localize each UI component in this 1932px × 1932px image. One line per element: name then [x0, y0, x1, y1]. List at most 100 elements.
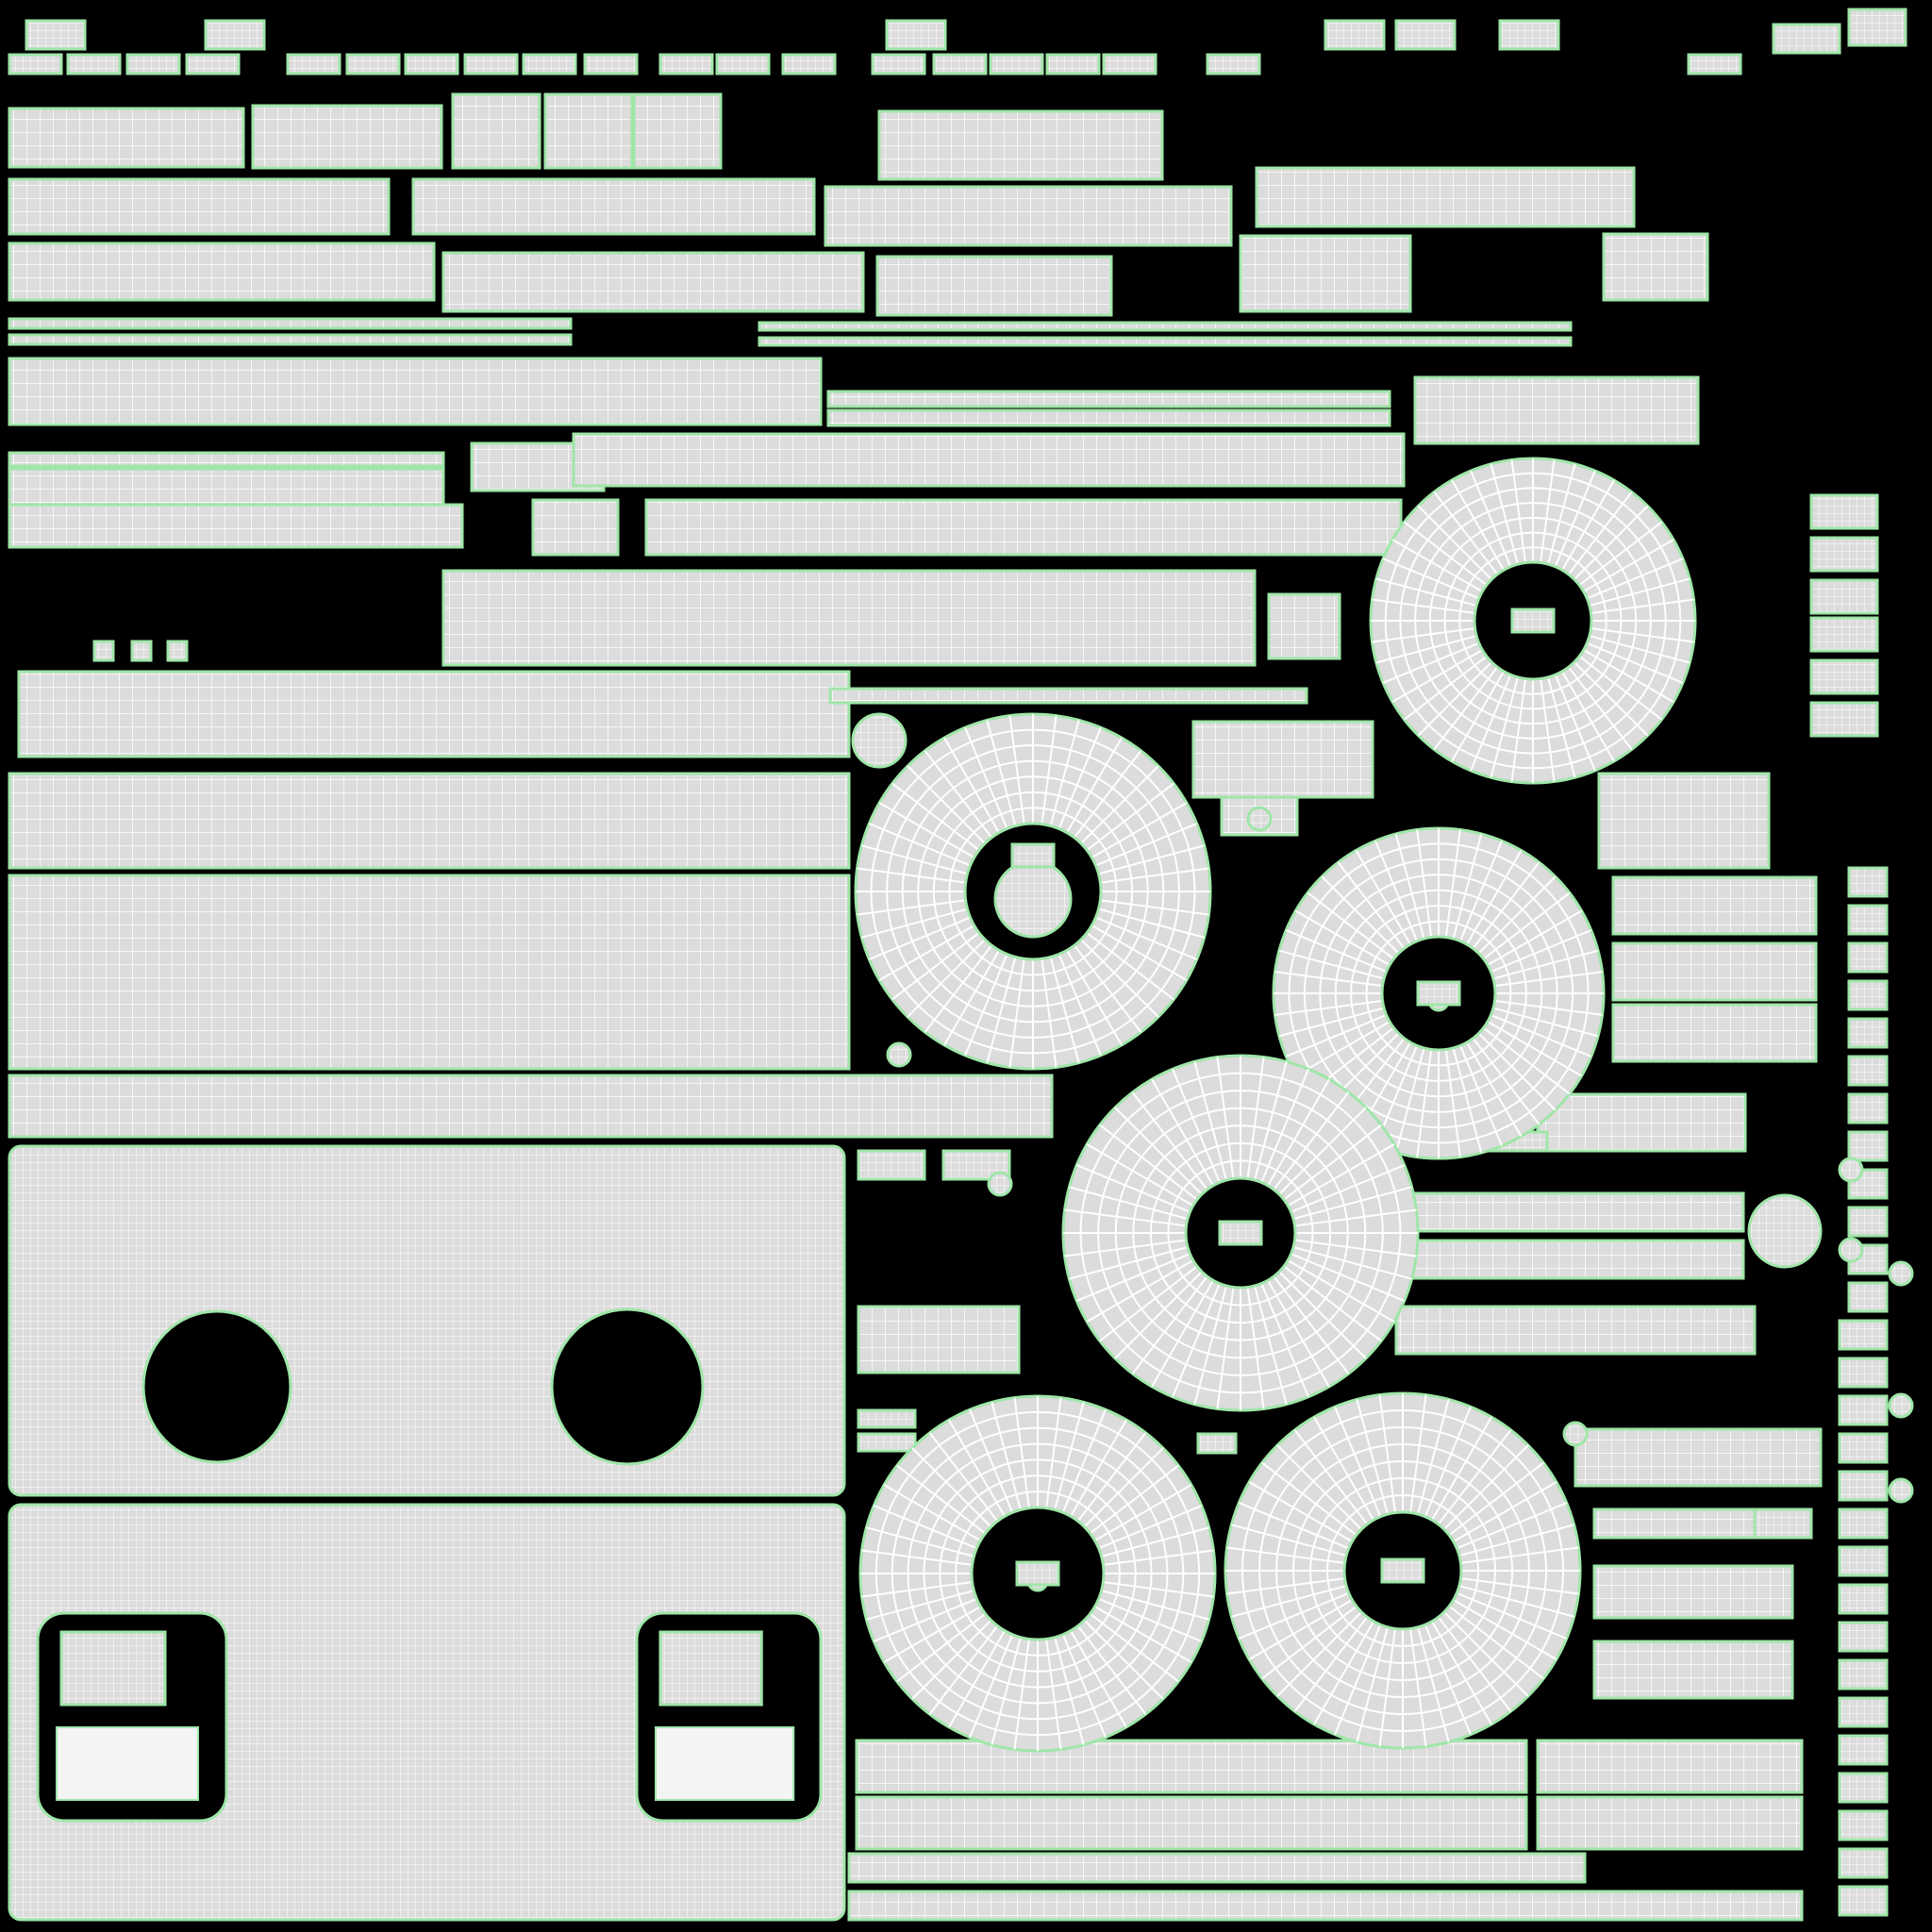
uv-island [543, 92, 634, 170]
uv-island [1847, 941, 1889, 974]
uv-island [8, 451, 445, 468]
uv-island [658, 53, 714, 75]
uv-island [56, 1726, 199, 1801]
uv-panel [8, 1144, 846, 1497]
uv-island [1402, 1191, 1745, 1233]
uv-island [1838, 1357, 1889, 1389]
uv-island [857, 1149, 926, 1181]
uv-island [166, 640, 189, 662]
uv-island [531, 498, 620, 557]
uv-island [25, 19, 87, 51]
uv-island [1809, 616, 1879, 653]
uv-island [411, 177, 816, 236]
uv-island [632, 92, 723, 170]
uv-island [8, 242, 436, 302]
uv-island [1809, 493, 1879, 530]
uv-island [441, 569, 1257, 667]
uv-island [1838, 1734, 1889, 1766]
uv-island [658, 1630, 763, 1707]
uv-island [1838, 1809, 1889, 1841]
uv-island [204, 19, 266, 51]
uv-island [1838, 1772, 1889, 1804]
uv-island [855, 1795, 1528, 1851]
uv-small-circle [1246, 806, 1273, 832]
uv-island [1847, 1130, 1889, 1162]
uv-small-circle [886, 1041, 912, 1068]
uv-small-circle [851, 712, 908, 769]
uv-island [92, 640, 115, 662]
uv-panel [8, 1503, 846, 1922]
uv-small-circle [1888, 1260, 1914, 1287]
uv-island [715, 53, 771, 75]
uv-island [826, 408, 1391, 427]
uv-island [1206, 53, 1261, 75]
uv-island [8, 53, 63, 75]
uv-island [1772, 23, 1841, 55]
uv-island [463, 53, 519, 75]
uv-island [758, 336, 1573, 347]
uv-island [1809, 536, 1879, 573]
uv-island [1402, 1239, 1745, 1280]
uv-island [877, 109, 1164, 181]
uv-island [286, 53, 341, 75]
uv-island [828, 687, 1308, 705]
uv-island [1592, 1640, 1794, 1700]
uv-island [1239, 234, 1412, 313]
uv-island [1809, 578, 1879, 615]
uv-island [1847, 1281, 1889, 1313]
uv-island [824, 185, 1233, 247]
uv-island [855, 1739, 1528, 1794]
uv-island [8, 177, 391, 236]
uv-island [1218, 1220, 1263, 1246]
uv-island [1809, 658, 1879, 695]
uv-island [8, 874, 851, 1071]
uv-island [993, 859, 1073, 939]
uv-island [404, 53, 459, 75]
uv-island [17, 670, 851, 758]
uv-island [857, 1305, 1021, 1374]
uv-small-circle [987, 1171, 1013, 1197]
uv-island [1394, 19, 1457, 51]
uv-island [989, 53, 1044, 75]
uv-island [1838, 1658, 1889, 1690]
uv-island [1597, 772, 1771, 870]
uv-island [1592, 1564, 1794, 1620]
uv-island [8, 333, 573, 346]
uv-island [1847, 866, 1889, 898]
uv-island [583, 53, 639, 75]
uv-island [1267, 592, 1341, 660]
uv-island [251, 104, 443, 170]
uv-island [1753, 1507, 1813, 1540]
uv-island [1536, 1739, 1804, 1794]
uv-island [66, 53, 122, 75]
uv-islands-large-panels [8, 1144, 846, 1922]
uv-island [847, 1890, 1804, 1922]
uv-island [1416, 980, 1461, 1007]
uv-island [1809, 701, 1879, 738]
uv-small-circle [1888, 1392, 1914, 1419]
uv-island [847, 1852, 1587, 1884]
uv-island [572, 432, 1406, 488]
uv-island [1838, 1507, 1889, 1540]
uv-island [1838, 1394, 1889, 1426]
uv-island [857, 1432, 917, 1453]
uv-island [1010, 842, 1056, 869]
uv-island [1394, 1305, 1757, 1356]
uv-island [185, 53, 241, 75]
uv-island [130, 640, 153, 662]
uv-island [59, 1630, 167, 1707]
uv-island [1847, 979, 1889, 1011]
uv-island [1838, 1583, 1889, 1615]
uv-island [1687, 53, 1742, 75]
uv-island [441, 251, 865, 313]
uv-island [1847, 1055, 1889, 1087]
uv-island [1847, 8, 1907, 47]
uv-island [345, 53, 401, 75]
uv-island [1592, 1507, 1757, 1540]
uv-island [1510, 608, 1556, 634]
uv-islands-discs [854, 457, 1697, 1753]
uv-island [8, 357, 823, 426]
uv-island [1838, 1696, 1889, 1728]
uv-hole [550, 1307, 705, 1466]
